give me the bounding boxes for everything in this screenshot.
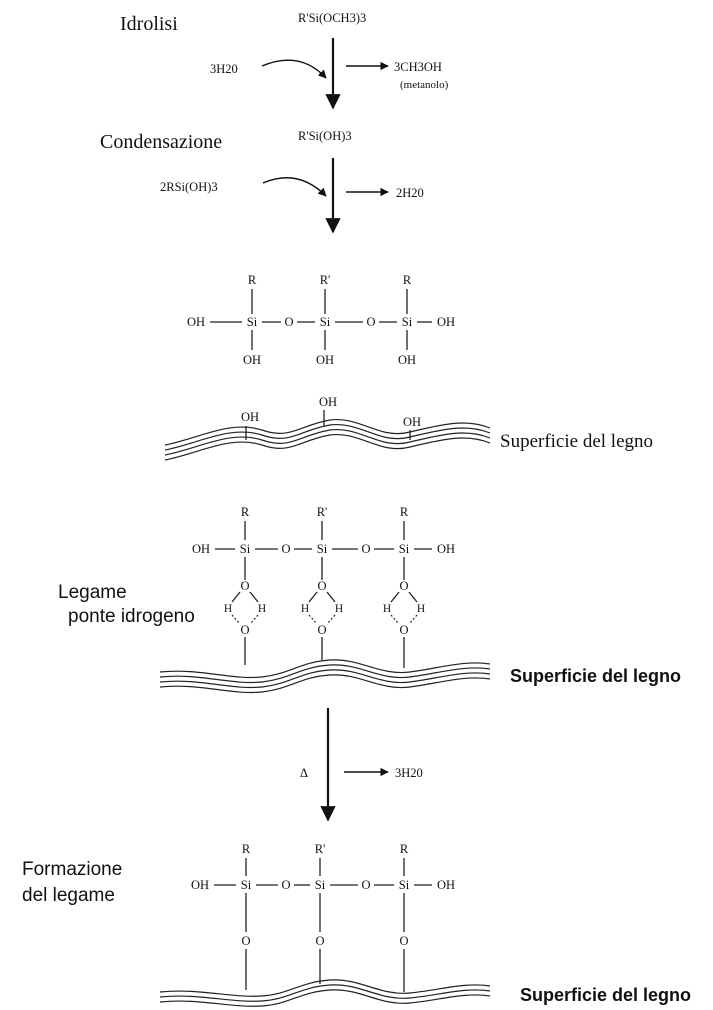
cb-oh-left: OH — [191, 878, 209, 892]
heating-symbol: Δ — [300, 766, 308, 780]
hb-oh-left: OH — [192, 542, 210, 556]
r-group-1: R — [248, 273, 257, 287]
hb-h-left-2: H — [301, 603, 309, 615]
wood-surface-1: OH OH OH — [164, 395, 491, 461]
heating-step: Δ 3H20 — [300, 708, 423, 822]
hydrogen-bonded-oligomer: R R' R OH Si O Si O Si OH O H H O O H — [192, 505, 455, 668]
reagent-curved-arrow — [261, 59, 327, 79]
hb-h-right-1: H — [258, 603, 266, 615]
hydrolysis-label: Idrolisi — [120, 13, 178, 35]
r-group-3: R — [403, 273, 412, 287]
hb-si-atom-1: Si — [240, 542, 251, 556]
hb-h-right-2: H — [335, 603, 343, 615]
cb-r-group-3: R — [400, 842, 409, 856]
wood-surface-3 — [159, 979, 491, 1007]
cb-o-link-3: O — [399, 934, 408, 948]
cb-oh-right: OH — [437, 878, 455, 892]
condensation-curved-arrow — [262, 177, 327, 197]
hydrogen-bond-label-line2: ponte idrogeno — [68, 606, 195, 627]
hydrolysis-product: 3CH3OH — [394, 60, 442, 74]
cb-r-prime-group: R' — [315, 842, 326, 856]
bonded-oligomer: R R' R OH Si O Si O Si OH O O O — [191, 842, 455, 992]
condensation-reactant: R'Si(OH)3 — [298, 129, 352, 143]
condensation-product: 2H20 — [396, 186, 424, 200]
hydrogen-bond-label-line1: Legame — [58, 582, 127, 603]
cb-si-atom-2: Si — [315, 878, 326, 892]
hydrolysis-step: Idrolisi R'Si(OCH3)3 3H20 3CH3OH (metano… — [120, 11, 449, 110]
wood-oh-1: OH — [241, 410, 259, 424]
cb-o-link-2: O — [315, 934, 324, 948]
hb-h-left-1: H — [224, 603, 232, 615]
hb-si-atom-3: Si — [399, 542, 410, 556]
cb-o-link-1: O — [241, 934, 250, 948]
silanol-oligomer: R R' R OH Si O Si O Si OH OH OH OH — [187, 273, 455, 367]
hb-o-bottom-1: O — [240, 623, 249, 637]
hb-o-top-1: O — [240, 579, 249, 593]
oh-bottom-3: OH — [398, 353, 416, 367]
oh-bottom-1: OH — [243, 353, 261, 367]
si-atom-3: Si — [402, 315, 413, 329]
wood-oh-2: OH — [319, 395, 337, 409]
wood-surface-2 — [159, 659, 491, 694]
oh-bottom-2: OH — [316, 353, 334, 367]
condensation-step: Condensazione R'Si(OH)3 2RSi(OH)3 2H20 — [100, 129, 424, 234]
bond-formation-label-line2: del legame — [22, 885, 115, 906]
cb-o-bridge-2: O — [361, 878, 370, 892]
wood-oh-3: OH — [403, 415, 421, 429]
r-prime-group: R' — [320, 273, 331, 287]
heating-product: 3H20 — [395, 766, 423, 780]
hb-o-bridge-2: O — [361, 542, 370, 556]
si-atom-2: Si — [320, 315, 331, 329]
surface-label-2: Superficie del legno — [510, 666, 681, 686]
oh-left: OH — [187, 315, 205, 329]
hb-oh-right: OH — [437, 542, 455, 556]
cb-o-bridge-1: O — [281, 878, 290, 892]
hb-r-group-3: R — [400, 505, 409, 519]
hb-o-bottom-3: O — [399, 623, 408, 637]
hb-o-bottom-2: O — [317, 623, 326, 637]
cb-r-group-1: R — [242, 842, 251, 856]
hb-h-right-3: H — [417, 603, 425, 615]
hb-o-top-3: O — [399, 579, 408, 593]
hb-r-prime-group: R' — [317, 505, 328, 519]
o-bridge-1: O — [284, 315, 293, 329]
hydrolysis-reactant: R'Si(OCH3)3 — [298, 11, 366, 25]
hb-o-bridge-1: O — [281, 542, 290, 556]
hydrolysis-reagent: 3H20 — [210, 62, 238, 76]
surface-label-1: Superficie del legno — [500, 431, 653, 452]
bond-formation-label-line1: Formazione — [22, 859, 122, 880]
hb-r-group-1: R — [241, 505, 250, 519]
oh-right: OH — [437, 315, 455, 329]
hb-o-top-2: O — [317, 579, 326, 593]
cb-si-atom-3: Si — [399, 878, 410, 892]
condensation-reagent: 2RSi(OH)3 — [160, 180, 218, 194]
hb-si-atom-2: Si — [317, 542, 328, 556]
condensation-label: Condensazione — [100, 131, 222, 153]
cb-si-atom-1: Si — [241, 878, 252, 892]
hydrolysis-product-note: (metanolo) — [400, 79, 449, 91]
si-atom-1: Si — [247, 315, 258, 329]
hb-h-left-3: H — [383, 603, 391, 615]
surface-label-3: Superficie del legno — [520, 985, 691, 1005]
o-bridge-2: O — [366, 315, 375, 329]
